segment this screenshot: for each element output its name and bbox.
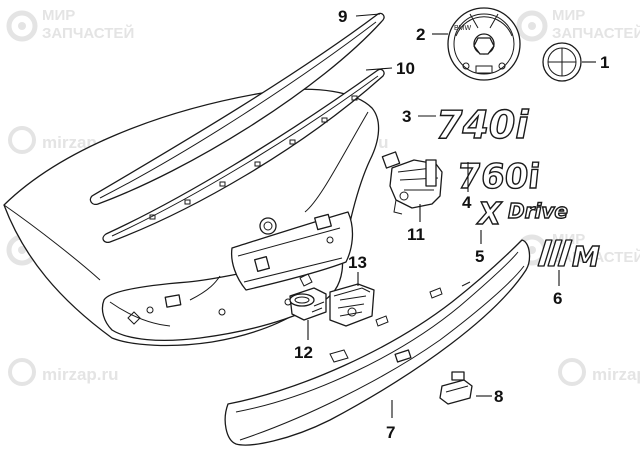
watermark-line2: ЗАПЧАСТЕЙ: [552, 248, 640, 266]
license-lamp: [329, 283, 375, 327]
watermark-line1: МИР: [552, 7, 585, 24]
callouts: 9 10 2 1 3 4 5 6 7 8 11 12 13: [294, 7, 609, 442]
watermark-site: mirzap.ru: [558, 358, 640, 386]
watermark-line1: МИР: [42, 7, 75, 24]
trunk-latch: [381, 151, 443, 215]
watermark-site-text: mirzap.ru: [42, 365, 119, 384]
watermark-line2: ЗАПЧАСТЕЙ: [42, 24, 134, 42]
callout-10: 10: [396, 59, 415, 78]
callout-12: 12: [294, 343, 313, 362]
xdrive-word-text: Drive: [508, 199, 568, 223]
callout-5: 5: [475, 247, 484, 266]
740i-badge: 740i: [435, 102, 530, 147]
emblem-with-mount: BMW: [447, 7, 521, 81]
callout-13: 13: [348, 253, 367, 272]
callout-4: 4: [462, 193, 472, 212]
roundel-emblem: [542, 42, 582, 82]
callout-11: 11: [407, 225, 425, 244]
camera: [289, 287, 327, 321]
lower-trim-panel: [224, 239, 531, 446]
760i-text: 760i: [455, 157, 542, 197]
trunk-release-switch: [439, 371, 473, 405]
spoiler: [89, 12, 385, 206]
watermark-logo: МИР ЗАПЧАСТЕЙ: [516, 7, 640, 42]
watermark-line2: ЗАПЧАСТЕЙ: [552, 24, 640, 42]
trim-strip: [102, 68, 385, 244]
leader-lines: [307, 13, 596, 418]
callout-8: 8: [494, 387, 503, 406]
watermark-site: mirzap.ru: [8, 358, 119, 386]
xdrive-badge: X Drive: [475, 196, 568, 232]
trim-clips: [149, 95, 358, 220]
760i-badge: 760i: [455, 156, 543, 197]
callout-3: 3: [402, 107, 411, 126]
callout-9: 9: [338, 7, 347, 26]
svg-text:BMW: BMW: [454, 25, 472, 32]
m-badge-text: M: [572, 240, 600, 273]
xdrive-x-text: X: [476, 197, 503, 232]
trunk-lid: [3, 88, 380, 347]
m-badge: M: [537, 239, 601, 274]
740i-text: 740i: [436, 103, 529, 147]
callout-6: 6: [553, 289, 562, 308]
watermark-site-text: mirzap.ru: [592, 365, 640, 384]
callout-2: 2: [416, 25, 425, 44]
callout-7: 7: [386, 423, 395, 442]
watermark-logo: МИР ЗАПЧАСТЕЙ: [6, 7, 134, 42]
callout-1: 1: [600, 53, 609, 72]
